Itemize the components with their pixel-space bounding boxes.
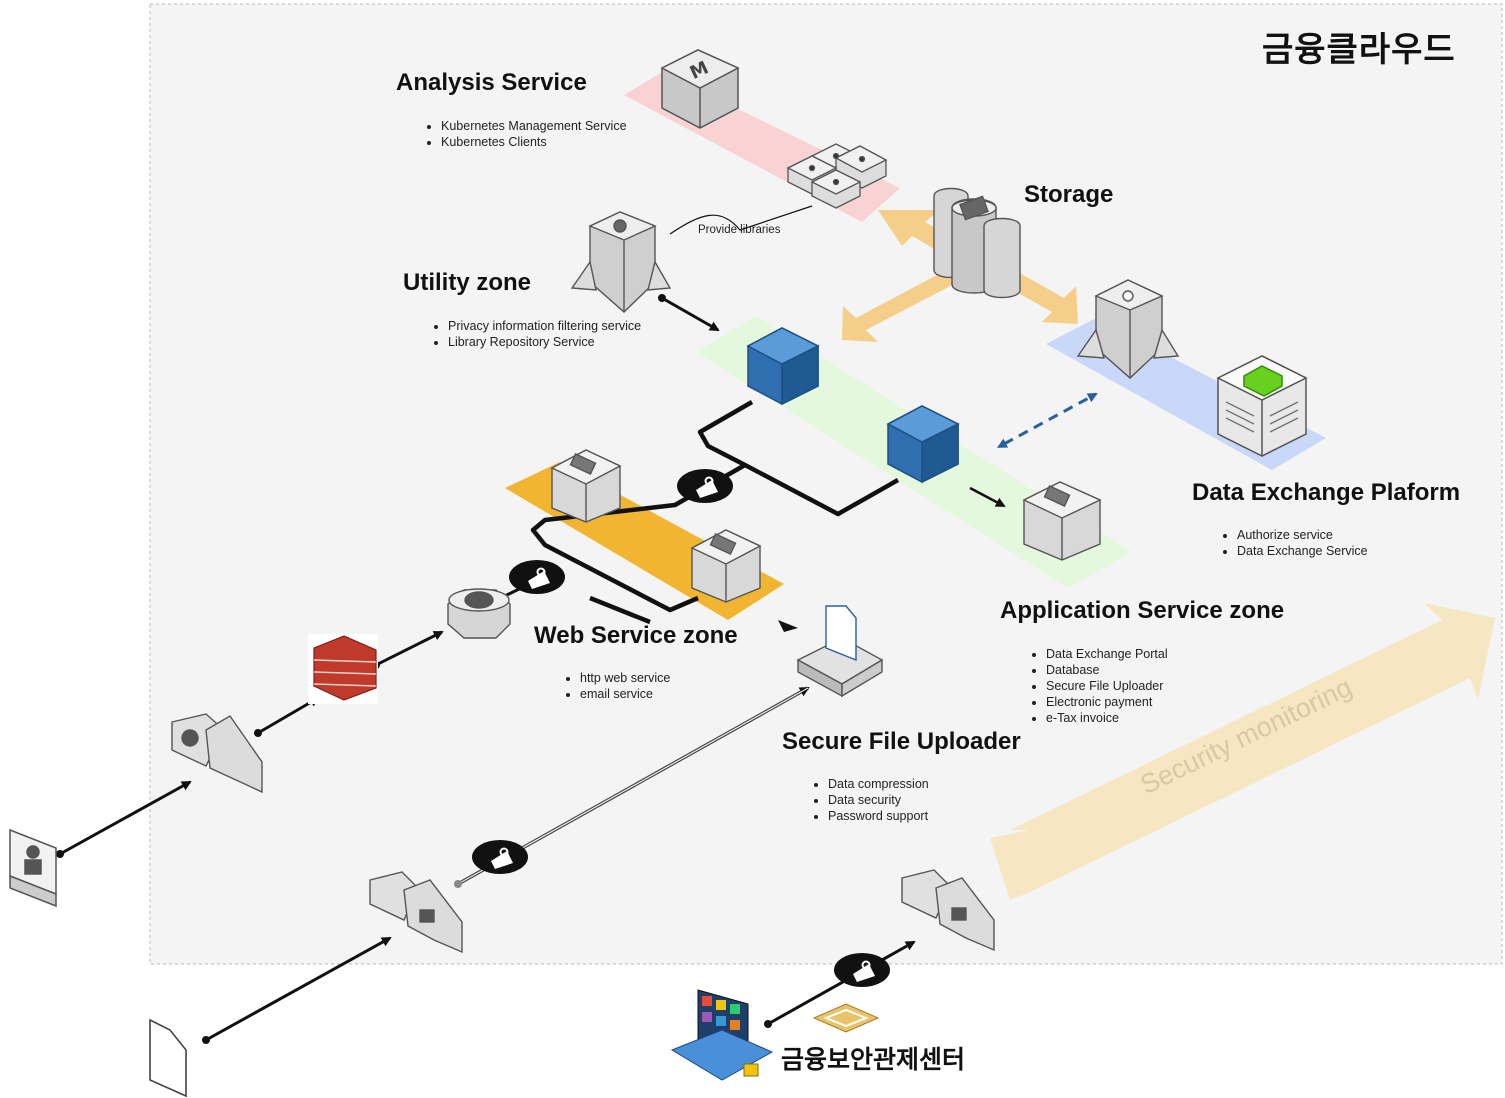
list-item: Privacy information filtering service xyxy=(448,318,641,334)
secure-file-uploader-title: Secure File Uploader xyxy=(782,728,1021,755)
list-item: Data Exchange Service xyxy=(1237,543,1368,559)
security-center-title: 금융보안관제센터 xyxy=(781,1045,966,1074)
analysis-service-title: Analysis Service xyxy=(396,69,587,96)
storage-title: Storage xyxy=(1024,181,1114,208)
arrow-container-app xyxy=(969,486,1006,508)
document-icon xyxy=(149,1018,187,1098)
arrow-utility-container xyxy=(661,296,720,332)
list-item: Data compression xyxy=(828,776,929,792)
arrow-center-vpn xyxy=(767,940,916,1026)
arrow-web-uploader-head xyxy=(778,620,798,632)
arrow-dataexchange-app xyxy=(996,392,1098,448)
arrow-user-cloudgw xyxy=(59,780,192,856)
lock-badge-icon xyxy=(509,560,565,594)
application-service-zone-title: Application Service zone xyxy=(1000,597,1285,624)
web-server-icon xyxy=(690,529,762,603)
list-item: Kubernetes Management Service xyxy=(441,118,627,134)
container-icon xyxy=(886,405,960,484)
firewall-icon xyxy=(308,634,378,704)
data-exchange-platform-title: Data Exchange Plaform xyxy=(1192,479,1461,506)
lock-badge-icon xyxy=(472,840,528,874)
arrow-firewall-gateway xyxy=(375,630,444,667)
secure-file-uploader-list: Data compression Data security Password … xyxy=(808,776,929,824)
provide-libraries-line xyxy=(669,205,813,235)
data-exchange-platform-icon xyxy=(1216,355,1308,457)
list-item: Authorize service xyxy=(1237,527,1368,543)
vpn-device-icon xyxy=(369,871,463,954)
list-item: Secure File Uploader xyxy=(1046,678,1168,694)
storage-arrow-utility xyxy=(842,268,962,342)
web-server-icon xyxy=(550,449,622,523)
list-item: Electronic payment xyxy=(1046,694,1168,710)
control-center-icon xyxy=(670,989,774,1081)
kubernetes-management-icon: M xyxy=(660,49,740,129)
list-item: Kubernetes Clients xyxy=(441,134,627,150)
lock-badge-icon xyxy=(677,469,733,503)
container-icon xyxy=(746,327,820,406)
connector-web-right xyxy=(589,595,651,625)
authorize-server-icon xyxy=(1076,279,1180,379)
provide-libraries-label: Provide libraries xyxy=(698,224,781,236)
list-item: Data security xyxy=(828,792,929,808)
list-item: http web service xyxy=(580,670,670,686)
storage-icon xyxy=(933,187,1021,299)
list-item: Library Repository Service xyxy=(448,334,641,350)
gateway-icon xyxy=(447,588,511,639)
kubernetes-clients-icon xyxy=(786,143,888,209)
list-item: Database xyxy=(1046,662,1168,678)
cloud-gateway-icon xyxy=(171,713,263,794)
data-exchange-platform-list: Authorize service Data Exchange Service xyxy=(1217,527,1368,559)
lock-badge-icon xyxy=(834,953,890,987)
secure-file-uploader-icon xyxy=(796,605,884,698)
analysis-service-list: Kubernetes Management Service Kubernetes… xyxy=(421,118,627,150)
list-item: e-Tax invoice xyxy=(1046,710,1168,726)
web-service-zone-list: http web service email service xyxy=(560,670,670,702)
user-workstation-icon xyxy=(9,828,57,908)
web-service-zone-title: Web Service zone xyxy=(534,622,738,649)
application-server-icon xyxy=(1022,481,1102,561)
list-item: Data Exchange Portal xyxy=(1046,646,1168,662)
utility-server-icon xyxy=(570,211,672,313)
vpn-device-icon xyxy=(901,869,995,952)
list-item: Password support xyxy=(828,808,929,824)
cloud-title: 금융클라우드 xyxy=(1262,30,1456,70)
monitoring-logo-icon xyxy=(812,1003,880,1033)
connector-container2 xyxy=(743,463,900,517)
security-monitoring-arrow xyxy=(990,603,1495,900)
utility-zone-list: Privacy information filtering service Li… xyxy=(428,318,641,350)
arrow-doc-vpn xyxy=(205,936,392,1042)
utility-zone-title: Utility zone xyxy=(403,269,532,296)
application-service-zone-list: Data Exchange Portal Database Secure Fil… xyxy=(1026,646,1168,726)
list-item: email service xyxy=(580,686,670,702)
